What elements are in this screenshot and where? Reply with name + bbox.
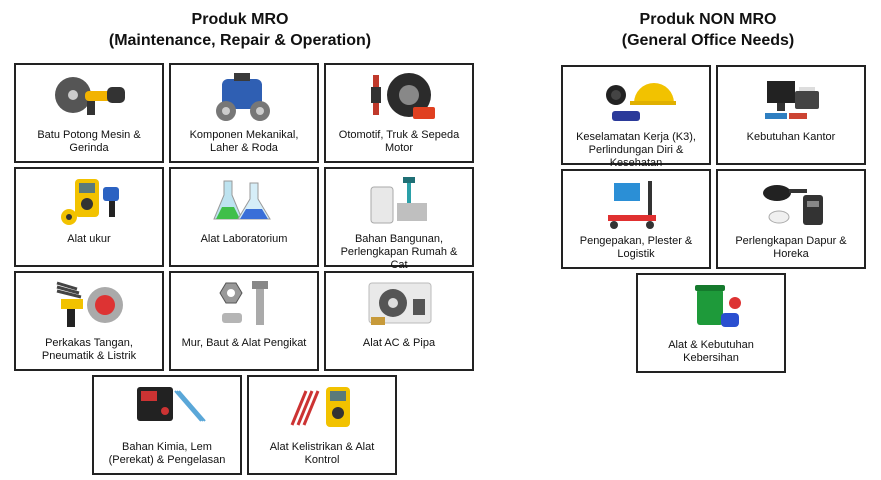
category-tile-batu-potong[interactable]: Batu Potong Mesin & Gerinda — [14, 63, 164, 163]
category-label: Bahan Bangunan, Perlengkapan Rumah & Cat — [340, 233, 458, 271]
electrical-tools-icon — [272, 381, 372, 439]
category-tile-bahan-bangunan[interactable]: Bahan Bangunan, Perlengkapan Rumah & Cat — [324, 167, 474, 271]
category-tile-alat-laboratorium[interactable]: Alat Laboratorium — [169, 167, 319, 267]
category-tile-bahan-kimia[interactable]: Bahan Kimia, Lem (Perekat) & Pengelasan — [92, 375, 242, 475]
mro-subtitle: (Maintenance, Repair & Operation) — [108, 32, 372, 49]
power-tools-icon — [39, 277, 139, 335]
category-label: Keselamatan Kerja (K3), Perlindungan Dir… — [576, 131, 696, 169]
category-label: Alat Kelistrikan & Alat Kontrol — [269, 441, 375, 466]
category-tile-keselamatan-kerja[interactable]: Keselamatan Kerja (K3), Perlindungan Dir… — [561, 65, 711, 169]
building-material-icon — [349, 173, 449, 231]
category-tile-komponen-mekanikal[interactable]: Komponen Mekanikal, Laher & Roda — [169, 63, 319, 163]
lab-flask-icon — [194, 173, 294, 231]
safety-helmet-icon — [586, 71, 686, 129]
non-mro-subtitle: (General Office Needs) — [621, 32, 795, 49]
category-label: Batu Potong Mesin & Gerinda — [37, 129, 141, 154]
category-label: Perkakas Tangan, Pneumatik & Listrik — [41, 337, 137, 362]
category-label: Perlengkapan Dapur & Horeka — [735, 235, 847, 260]
mro-heading: Produk MRO (Maintenance, Repair & Operat… — [90, 9, 390, 51]
category-label: Alat AC & Pipa — [362, 337, 436, 349]
category-tile-kebersihan[interactable]: Alat & Kebutuhan Kebersihan — [636, 273, 786, 373]
multimeter-icon — [39, 173, 139, 231]
office-printer-icon — [741, 71, 841, 129]
category-label: Otomotif, Truk & Sepeda Motor — [338, 129, 460, 154]
grinder-icon — [39, 69, 139, 127]
category-tile-perkakas-tangan[interactable]: Perkakas Tangan, Pneumatik & Listrik — [14, 271, 164, 371]
trash-bin-icon — [661, 279, 761, 337]
non-mro-title: Produk NON MRO — [639, 11, 777, 28]
pallet-jack-icon — [586, 175, 686, 233]
nut-bolt-icon — [194, 277, 294, 335]
category-tile-pengepakan[interactable]: Pengepakan, Plester & Logistik — [561, 169, 711, 269]
mro-title: Produk MRO — [191, 11, 289, 28]
category-label: Komponen Mekanikal, Laher & Roda — [189, 129, 299, 154]
kitchen-icon — [741, 175, 841, 233]
category-label: Bahan Kimia, Lem (Perekat) & Pengelasan — [108, 441, 226, 466]
category-tile-kebutuhan-kantor[interactable]: Kebutuhan Kantor — [716, 65, 866, 165]
category-label: Kebutuhan Kantor — [746, 131, 836, 143]
category-tile-alat-ac[interactable]: Alat AC & Pipa — [324, 271, 474, 371]
category-label: Mur, Baut & Alat Pengikat — [181, 337, 307, 349]
category-tile-perlengkapan-dapur[interactable]: Perlengkapan Dapur & Horeka — [716, 169, 866, 269]
tire-shock-icon — [349, 69, 449, 127]
category-tile-otomotif[interactable]: Otomotif, Truk & Sepeda Motor — [324, 63, 474, 163]
category-label: Alat Laboratorium — [200, 233, 288, 245]
category-tile-alat-kelistrikan[interactable]: Alat Kelistrikan & Alat Kontrol — [247, 375, 397, 475]
motor-gear-icon — [194, 69, 294, 127]
category-label: Alat & Kebutuhan Kebersihan — [668, 339, 754, 364]
ac-pipe-icon — [349, 277, 449, 335]
category-label: Alat ukur — [67, 233, 111, 245]
category-tile-mur-baut[interactable]: Mur, Baut & Alat Pengikat — [169, 271, 319, 371]
welding-icon — [117, 381, 217, 439]
category-label: Pengepakan, Plester & Logistik — [579, 235, 693, 260]
non-mro-heading: Produk NON MRO (General Office Needs) — [560, 9, 856, 51]
category-tile-alat-ukur[interactable]: Alat ukur — [14, 167, 164, 267]
